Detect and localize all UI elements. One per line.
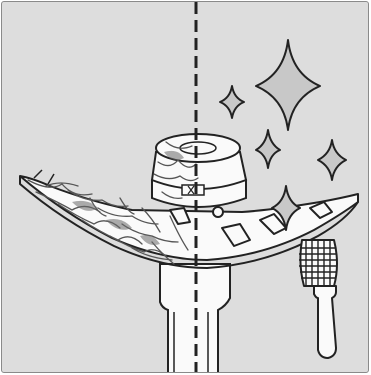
spool-head (152, 134, 246, 207)
sparkle-icon-right (318, 140, 346, 180)
sparkle-icon-small-left (220, 86, 244, 118)
brush-icon (299, 240, 337, 358)
sparkle-icon-middle (256, 130, 280, 168)
trimmer-cleaning-illustration (2, 2, 369, 373)
sparkle-icon-large (256, 40, 320, 130)
